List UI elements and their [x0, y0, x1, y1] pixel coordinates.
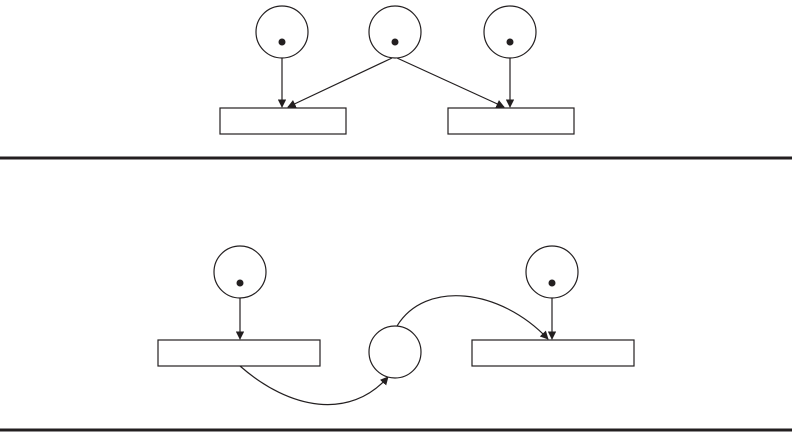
token — [507, 39, 514, 46]
token — [237, 280, 244, 287]
token — [392, 39, 399, 46]
place-p1 — [256, 6, 308, 58]
arc-p2-t1 — [288, 58, 392, 107]
place-p2 — [369, 6, 421, 58]
transition-t4 — [472, 340, 634, 366]
transition-t1 — [220, 108, 346, 134]
arc-p6-t4 — [397, 296, 548, 339]
diagram-sequence — [158, 246, 634, 405]
token — [279, 39, 286, 46]
place-p3 — [484, 6, 536, 58]
place-p5 — [526, 246, 578, 298]
arc-t3-p6 — [240, 366, 388, 405]
transition-t3 — [158, 340, 320, 366]
place-p4 — [214, 246, 266, 298]
diagram-conflict — [220, 6, 574, 134]
arc-p2-t2 — [397, 58, 504, 107]
transition-t2 — [448, 108, 574, 134]
place-p6 — [369, 326, 421, 378]
token — [549, 280, 556, 287]
